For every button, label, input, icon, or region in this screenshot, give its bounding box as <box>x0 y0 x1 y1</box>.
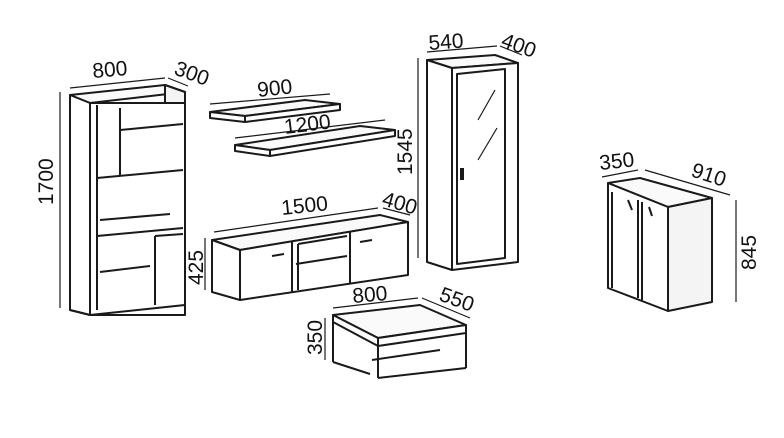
cabinet-height-label: 845 <box>738 235 761 270</box>
tv-unit-height-label: 425 <box>185 250 208 285</box>
wall-shelves <box>209 93 396 157</box>
tv-unit-depth-label: 400 <box>380 188 420 220</box>
tv-unit-width-label: 1500 <box>280 192 329 220</box>
shelf-long-length-label: 1200 <box>283 110 332 139</box>
two-door-cabinet <box>601 169 737 312</box>
wardrobe-width-label: 540 <box>428 30 465 55</box>
bookcase-width-label: 800 <box>91 57 128 83</box>
cabinet-width-label: 350 <box>598 148 635 175</box>
bookcase <box>59 77 189 316</box>
tv-unit <box>204 207 411 301</box>
coffee-table-width-label: 800 <box>351 282 388 308</box>
shelf-short-length-label: 900 <box>256 75 293 102</box>
bookcase-depth-label: 300 <box>171 57 212 91</box>
cabinet-depth-label: 910 <box>688 159 728 192</box>
coffee-table <box>324 297 471 379</box>
wardrobe <box>417 45 523 271</box>
coffee-table-height-label: 350 <box>304 320 327 355</box>
wardrobe-height-label: 1545 <box>394 128 417 175</box>
coffee-table-depth-label: 550 <box>436 283 477 317</box>
bookcase-height-label: 1700 <box>35 158 58 205</box>
